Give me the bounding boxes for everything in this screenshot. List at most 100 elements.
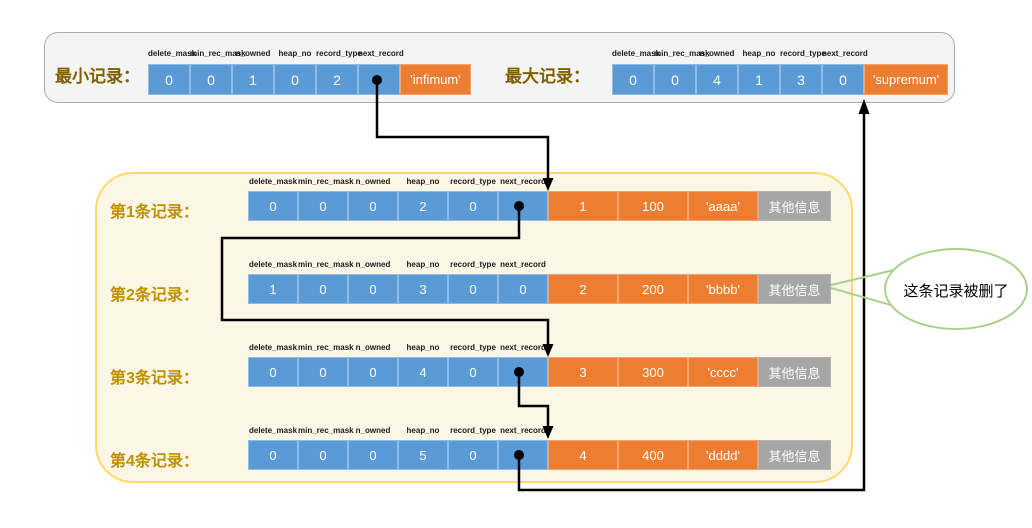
record-4-label: 第4条记录： [110,453,199,470]
field-header: delete_mask [612,49,661,58]
field-value-cell: 0 [298,274,348,304]
field-header: min_rec_mask [298,343,354,352]
field-header: record_type [450,177,496,186]
field-header: n_owned [355,426,391,435]
record-2-row: 1 0 0 3 0 0 2 200 'bbbb' 其他信息 [248,274,831,304]
field-header: n_owned [355,343,391,352]
field-value-cell: 0 [612,64,654,95]
data-cell: 1 [548,191,618,221]
field-value-cell: 1 [232,64,274,95]
field-value-cell: 5 [398,440,448,470]
field-value-cell: 0 [448,274,498,304]
field-header: next_record [500,426,546,435]
supremum-field-headers: delete_mask min_rec_mask n_owned heap_no… [612,49,868,58]
field-header: next_record [358,49,404,58]
next-record-cell [358,64,400,95]
field-value-cell: 4 [398,357,448,387]
data-cell: 400 [618,440,688,470]
data-cell: 100 [618,191,688,221]
field-value-cell: 3 [780,64,822,95]
record-1-field-headers: delete_mask min_rec_mask n_owned heap_no… [248,177,548,186]
field-value-cell: 0 [298,440,348,470]
record-name-cell: 'infimum' [400,64,471,95]
record-3-row: 0 0 0 4 0 3 300 'cccc' 其他信息 [248,357,831,387]
field-header: next_record [822,49,868,58]
data-cell: 'bbbb' [688,274,758,304]
field-header: record_type [780,49,826,58]
field-header: min_rec_mask [298,177,354,186]
field-header: heap_no [406,260,440,269]
data-cell: 'dddd' [688,440,758,470]
record-2-field-headers: delete_mask min_rec_mask n_owned heap_no… [248,260,548,269]
field-value-cell: 0 [298,191,348,221]
field-header: delete_mask [248,343,298,352]
record-4-field-headers: delete_mask min_rec_mask n_owned heap_no… [248,426,548,435]
field-value-cell: 0 [348,191,398,221]
other-info-cell: 其他信息 [758,440,831,470]
data-cell: 3 [548,357,618,387]
field-header: next_record [500,343,546,352]
field-value-cell: 3 [398,274,448,304]
infimum-field-headers: delete_mask min_rec_mask n_owned heap_no… [148,49,404,58]
field-header: min_rec_mask [298,260,354,269]
field-header: heap_no [406,426,440,435]
field-header: record_type [450,426,496,435]
field-header: min_rec_mask [298,426,354,435]
infimum-label: 最小记录： [55,67,140,86]
field-value-cell: 0 [298,357,348,387]
field-header: delete_mask [148,49,197,58]
data-cell: 'aaaa' [688,191,758,221]
field-value-cell: 0 [248,440,298,470]
record-4-row: 0 0 0 5 0 4 400 'dddd' 其他信息 [248,440,831,470]
field-header: heap_no [278,49,312,58]
other-info-cell: 其他信息 [758,191,831,221]
data-cell: 'cccc' [688,357,758,387]
field-value-cell: 0 [348,440,398,470]
next-record-cell [498,440,548,470]
field-header: delete_mask [248,426,298,435]
field-header: n_owned [355,260,391,269]
field-header: n_owned [355,177,391,186]
field-header: heap_no [406,343,440,352]
supremum-row: 0 0 4 1 3 0 'supremum' [612,64,948,95]
field-header: heap_no [406,177,440,186]
field-value-cell: 0 [448,191,498,221]
field-header: heap_no [742,49,776,58]
record-3-field-headers: delete_mask min_rec_mask n_owned heap_no… [248,343,548,352]
field-value-cell: 0 [274,64,316,95]
next-record-cell [498,357,548,387]
callout-text: 这条记录被删了 [903,283,1009,300]
field-header: min_rec_mask [654,49,710,58]
field-value-cell: 0 [148,64,190,95]
record-1-row: 0 0 0 2 0 1 100 'aaaa' 其他信息 [248,191,831,221]
field-value-cell: 0 [654,64,696,95]
next-record-cell: 0 [498,274,548,304]
field-header: min_rec_mask [190,49,246,58]
field-header: next_record [500,260,546,269]
record-name-cell: 'supremum' [864,64,948,95]
supremum-label: 最大记录： [505,67,590,86]
field-header: record_type [450,260,496,269]
field-header: next_record [500,177,546,186]
data-cell: 200 [618,274,688,304]
field-header: record_type [450,343,496,352]
data-cell: 300 [618,357,688,387]
field-value-cell: 1 [738,64,780,95]
field-value-cell: 2 [398,191,448,221]
next-record-cell: 0 [822,64,864,95]
field-value-cell: 0 [248,191,298,221]
field-header: n_owned [235,49,271,58]
field-header: n_owned [699,49,735,58]
other-info-cell: 其他信息 [758,357,831,387]
field-header: record_type [316,49,362,58]
record-3-label: 第3条记录： [110,370,199,387]
field-value-cell: 2 [316,64,358,95]
field-value-cell: 0 [248,357,298,387]
record-1-label: 第1条记录： [110,204,199,221]
field-value-cell: 0 [348,357,398,387]
field-header: delete_mask [248,177,298,186]
infimum-row: 0 0 1 0 2 'infimum' [148,64,471,95]
field-value-cell: 0 [348,274,398,304]
field-value-cell: 0 [190,64,232,95]
